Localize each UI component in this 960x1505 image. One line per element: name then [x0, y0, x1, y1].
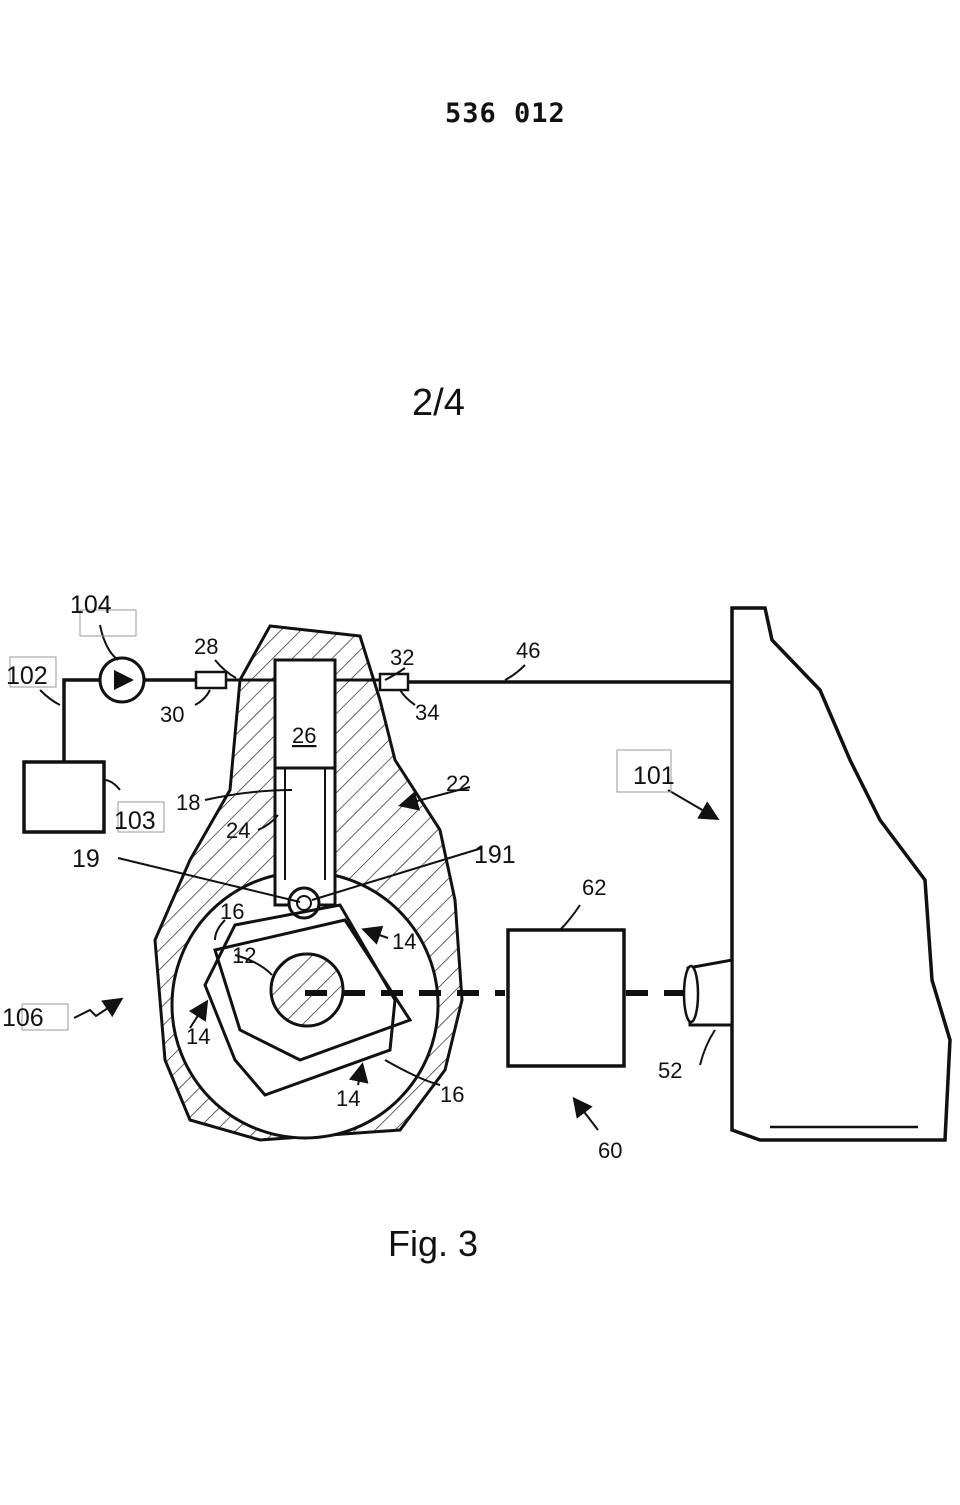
box-103: [22, 760, 106, 834]
ref-22: 22: [446, 771, 470, 796]
box-62: [506, 928, 626, 1068]
ref-62: 62: [582, 875, 606, 900]
figure-caption: Fig. 3: [388, 1223, 479, 1264]
line-102: [62, 678, 100, 762]
ref-26: 26: [292, 723, 316, 748]
ref-60: 60: [598, 1138, 622, 1163]
ref-52: 52: [658, 1058, 682, 1083]
label-boxes: [9, 609, 672, 1031]
ref-14-left: 14: [186, 1024, 210, 1049]
ref-14-lower: 14: [336, 1086, 360, 1111]
ref-102: 102: [6, 662, 48, 690]
ref-103: 103: [114, 807, 156, 835]
ref-19: 19: [72, 845, 100, 873]
indicator-arrows: [73, 786, 720, 1131]
ref-191: 191: [474, 841, 516, 869]
ref-18: 18: [176, 790, 200, 815]
sheet-number: 2/4: [412, 382, 465, 424]
publication-number: 536 012: [445, 98, 566, 129]
ref-106: 106: [2, 1004, 44, 1032]
ref-12: 12: [232, 943, 256, 968]
coupling-52: [682, 958, 734, 1027]
pump-104: [98, 656, 146, 704]
ref-14-upper: 14: [392, 929, 416, 954]
valve-34: [378, 672, 410, 692]
piston: [273, 658, 337, 880]
ref-46: 46: [516, 638, 540, 663]
ref-24: 24: [226, 818, 250, 843]
ref-16-upper: 16: [220, 899, 244, 924]
ref-16-lower: 16: [440, 1082, 464, 1107]
ref-101: 101: [633, 762, 675, 790]
leader-lines: [39, 624, 716, 1086]
housing-101: [730, 606, 952, 1142]
ref-32: 32: [390, 645, 414, 670]
ref-28: 28: [194, 634, 218, 659]
reference-numerals: 104 102 28 32 46 30 34 26 22 101 18 103 …: [2, 591, 682, 1163]
ref-30: 30: [160, 702, 184, 727]
ref-34: 34: [415, 700, 439, 725]
valve-30: [194, 670, 228, 690]
ref-104: 104: [70, 591, 112, 619]
cam-discs: [203, 903, 413, 1097]
